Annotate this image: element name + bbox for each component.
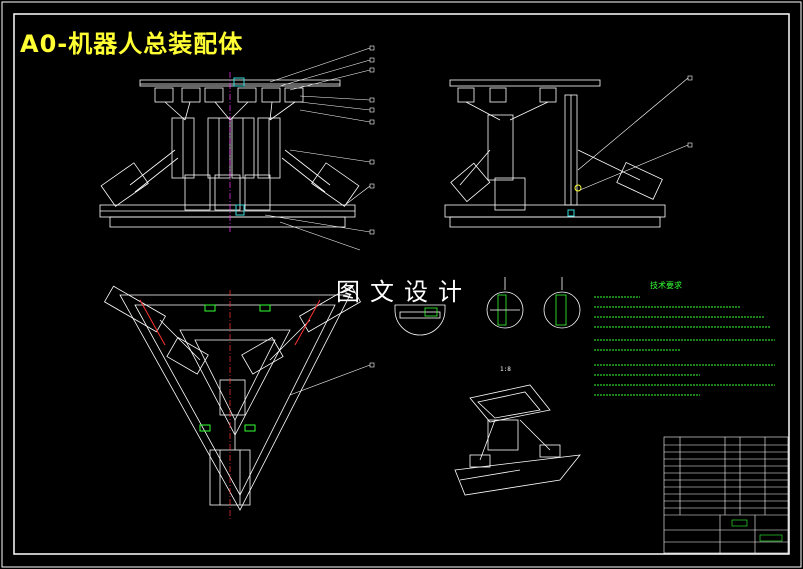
front-leaders <box>264 45 375 251</box>
side-highlight <box>567 209 575 217</box>
title-block <box>663 436 789 554</box>
front-highlight-top <box>233 77 245 87</box>
top-view <box>103 285 362 511</box>
top-leaders <box>289 362 375 396</box>
side-leaders <box>577 75 693 191</box>
detail-scale-label: 1:8 <box>500 366 511 373</box>
drawing-title: A0-机器人总装配体 <box>20 30 244 58</box>
front-highlight-bottom <box>235 204 245 216</box>
requirements-lines <box>594 296 775 396</box>
watermark-text: 图文设计 <box>336 278 472 306</box>
isometric-view <box>454 384 581 496</box>
top-view-accents <box>139 290 321 520</box>
inner-border <box>13 13 790 555</box>
side-view <box>444 79 666 228</box>
front-view <box>99 79 360 228</box>
requirements-title: 技术要求 <box>650 281 682 290</box>
side-highlight-joint <box>574 184 582 192</box>
detail-views <box>394 277 581 336</box>
